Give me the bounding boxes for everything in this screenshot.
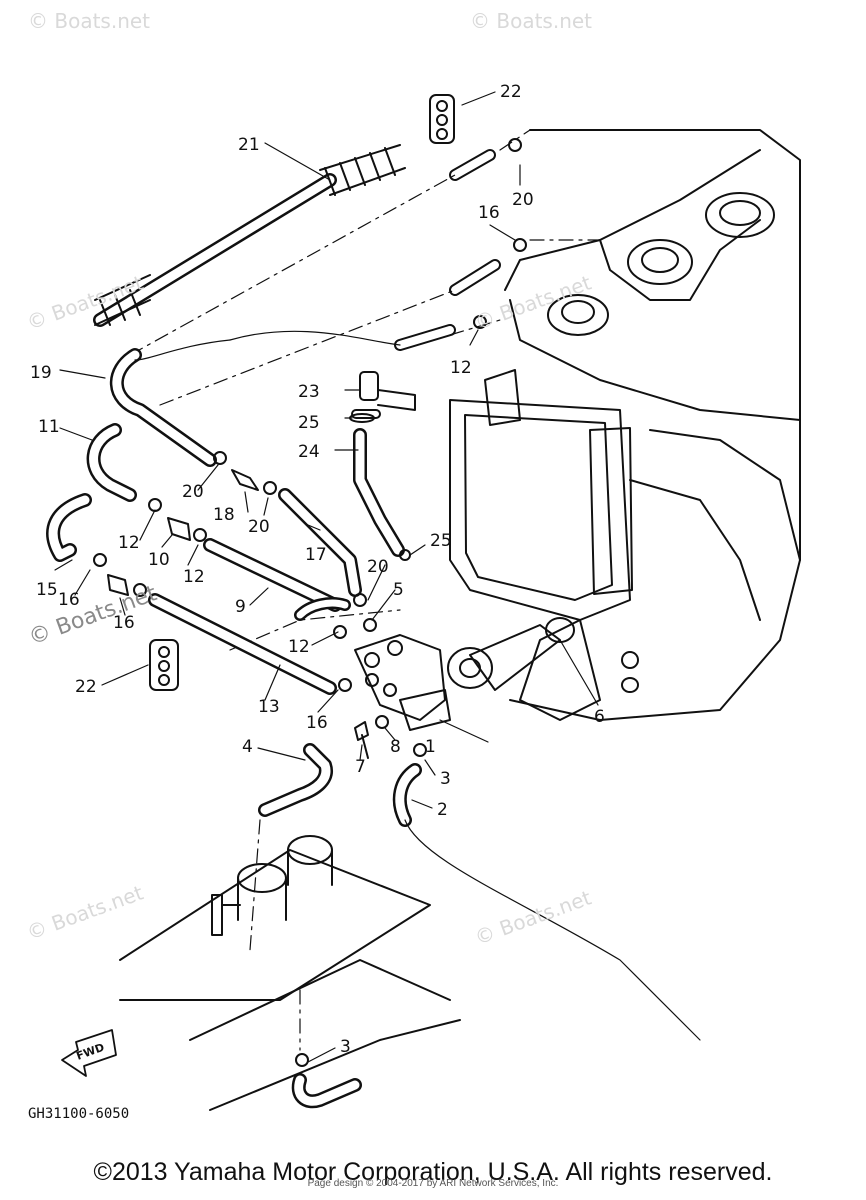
callout-3: 3 [340,1037,351,1057]
callout-9: 9 [235,597,246,617]
callout-12: 12 [450,358,472,378]
center-lines [129,129,601,1051]
callout-20: 20 [512,190,534,210]
callout-12: 12 [118,533,140,553]
callout-20: 20 [248,517,270,537]
callout-23: 23 [298,382,320,402]
callout-21: 21 [238,135,260,155]
watermark: © Boats.net [28,9,150,33]
part-21-hose [93,144,406,327]
callout-2: 2 [437,800,448,820]
callout-25: 25 [298,413,320,433]
callout-12: 12 [183,567,205,587]
callout-24: 24 [298,442,320,462]
engine-block [447,129,801,721]
callout-8: 8 [390,737,401,757]
fwd-arrow-shape [61,1029,117,1077]
callout-4: 4 [242,737,253,757]
watermark: © Boats.net [472,270,595,334]
callout-16: 16 [58,590,80,610]
callout-25: 25 [430,531,452,551]
callout-11: 11 [38,417,60,437]
callout-17: 17 [305,545,327,565]
callout-16: 16 [306,713,328,733]
watermark: © Boats.net [470,9,592,33]
callout-16: 16 [113,613,135,633]
drawing-code: GH31100-6050 [28,1106,129,1122]
part-22-clip-bottom [149,639,179,691]
part-22-clip-top [429,94,455,144]
copyright-notice: ©2013 Yamaha Motor Corporation, U.S.A. A… [93,1158,773,1186]
callout-18: 18 [213,505,235,525]
callout-10: 10 [148,550,170,570]
valve-assembly [294,597,451,731]
callout-5: 5 [393,580,404,600]
page-design-credit: Page design © 2004-2017 by ARI Network S… [307,1178,559,1189]
callout-15: 15 [36,580,58,600]
callout-22: 22 [500,82,522,102]
leader-lines [54,91,599,1063]
part-23-fitting [351,371,416,419]
part-callouts: 1 2 3 3 4 5 6 7 8 9 10 11 12 12 12 12 13… [30,82,605,1057]
callout-12: 12 [288,637,310,657]
callout-3: 3 [440,769,451,789]
callout-6: 6 [594,707,605,727]
callout-16: 16 [478,203,500,223]
callout-20: 20 [182,482,204,502]
clamps [93,138,527,1067]
lower-assembly [119,835,461,1111]
callout-20: 20 [367,557,389,577]
callout-13: 13 [258,697,280,717]
watermark: © Boats.net [24,880,147,944]
callout-22: 22 [75,677,97,697]
watermark: © Boats.net [472,885,595,949]
callout-7: 7 [355,757,366,777]
callout-19: 19 [30,363,52,383]
callout-1: 1 [425,737,436,757]
